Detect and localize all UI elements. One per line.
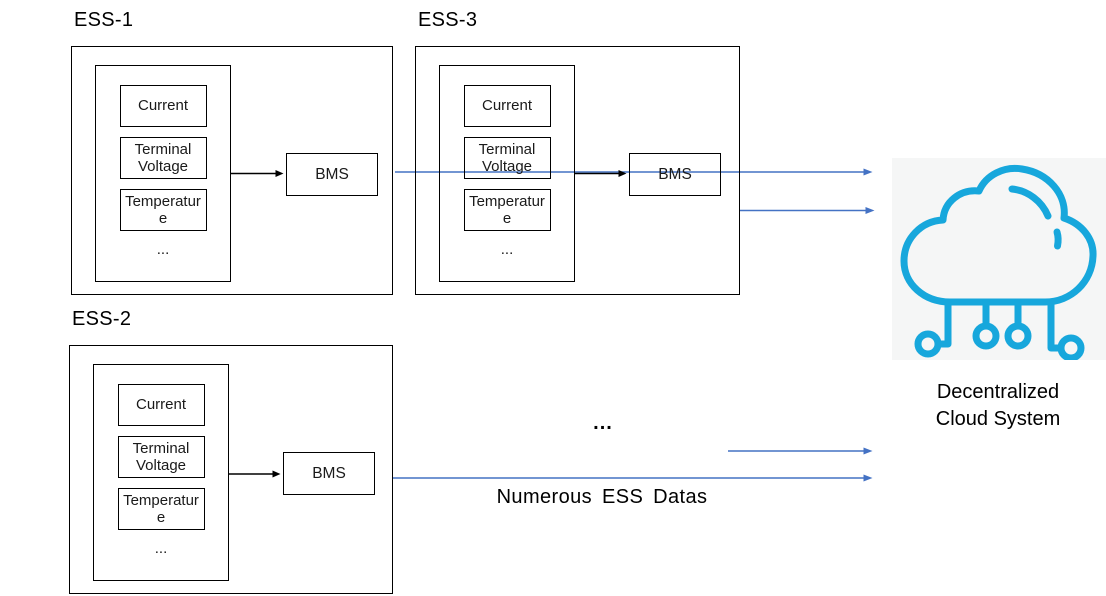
numerous-ess-datas-label: Numerous ESS Datas: [496, 486, 708, 508]
more-signals-ellipsis: ...: [500, 241, 514, 258]
signal-current-box: Current: [117, 384, 205, 426]
signal-terminal-voltage-box: Terminal Voltage: [119, 137, 207, 179]
ess-2-unit-box: ESS-2 Current Terminal Voltage Temperatu…: [69, 308, 393, 594]
ess-1-label: ESS-1: [74, 9, 134, 31]
cloud-system-label-line1: Decentralized: [936, 381, 1060, 403]
cloud-system-label: Decentralized Cloud System: [880, 379, 1106, 433]
more-signals-ellipsis: ...: [156, 241, 170, 258]
ess-1-bms-box: BMS: [286, 153, 378, 196]
ess-3-unit-box: ESS-3 Current Terminal Voltage Temperatu…: [415, 9, 740, 295]
more-ess-units-ellipsis: ...: [593, 412, 613, 434]
signal-temperature-box: Temperature: [463, 189, 551, 231]
ess-1-unit-box: ESS-1 Current Terminal Voltage Temperatu…: [71, 9, 393, 295]
ess-3-label: ESS-3: [418, 9, 478, 31]
signal-temperature-box: Temperature: [119, 189, 207, 231]
cloud-icon-background: [892, 158, 1106, 362]
ess-3-sensor-panel: Current Terminal Voltage Temperature ...: [439, 65, 575, 282]
signal-terminal-voltage-box: Terminal Voltage: [117, 436, 205, 478]
ess-2-label: ESS-2: [72, 308, 132, 330]
signal-terminal-voltage-box: Terminal Voltage: [463, 137, 551, 179]
iot-cloud-icon: [900, 164, 1097, 362]
ess-1-sensor-panel: Current Terminal Voltage Temperature ...: [95, 65, 231, 282]
signal-temperature-box: Temperature: [117, 488, 205, 530]
cloud-system-label-line2: Cloud System: [935, 408, 1061, 430]
signal-current-box: Current: [119, 85, 207, 127]
ess-2-sensor-panel: Current Terminal Voltage Temperature ...: [93, 364, 229, 581]
signal-current-box: Current: [463, 85, 551, 127]
ess-2-bms-box: BMS: [283, 452, 375, 495]
ess-3-bms-box: BMS: [629, 153, 721, 196]
more-signals-ellipsis: ...: [154, 540, 168, 557]
